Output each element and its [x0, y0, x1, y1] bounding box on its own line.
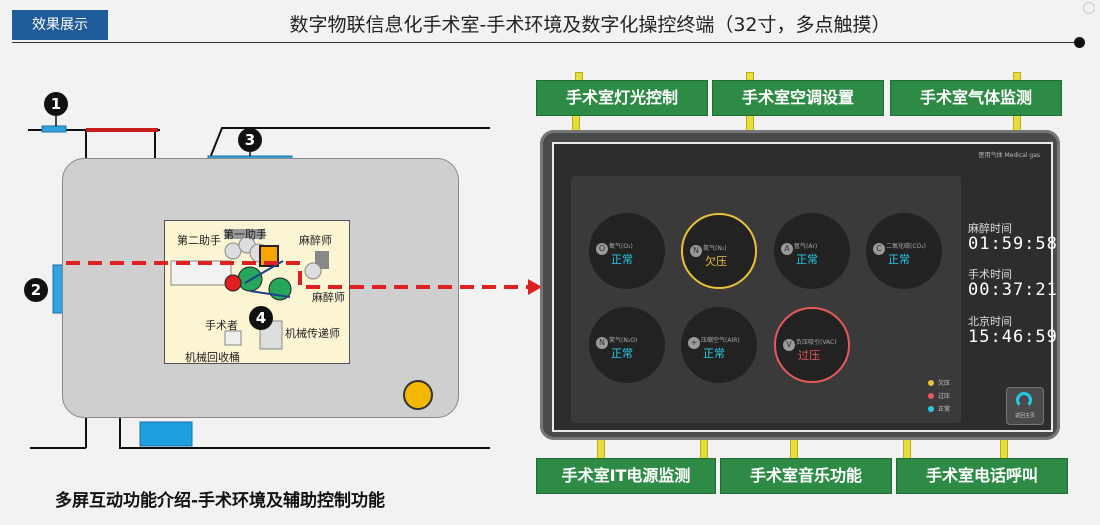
- return-home-label: 返回主页: [1014, 413, 1035, 419]
- compressed-air-icon: +: [688, 337, 700, 349]
- rule-end-dot: [1074, 37, 1085, 48]
- gauge-argon[interactable]: A 氩气(Ar) 正常: [774, 213, 850, 289]
- nitrous-oxide-icon: N: [596, 337, 608, 349]
- floorplan-label: 麻醉师: [312, 291, 345, 304]
- gauge-name: 氮气(N₂): [703, 245, 727, 252]
- legend-high: 过压: [938, 393, 951, 400]
- vacuum-icon: V: [783, 339, 795, 351]
- gauge-name: 氧气(O₂): [609, 243, 633, 250]
- label-lighting-control: 手术室灯光控制: [536, 80, 708, 116]
- label-gas-monitor: 手术室气体监测: [890, 80, 1062, 116]
- gauge-status: 正常: [611, 253, 633, 266]
- gauge-nitrogen[interactable]: N 氮气(N₂) 欠压: [681, 213, 757, 289]
- floor-element: [304, 262, 322, 280]
- gauge-co2[interactable]: C 二氧化碳(CO₂) 正常: [866, 213, 942, 289]
- gauge-status: 正常: [611, 347, 633, 360]
- oxygen-icon: O: [596, 243, 608, 255]
- gauge-status: 正常: [703, 347, 725, 360]
- label-it-power-monitor: 手术室IT电源监测: [536, 458, 716, 494]
- gauge-vacuum[interactable]: V 负压吸引(VAC) 过压: [774, 307, 850, 383]
- callout-3: 3: [238, 128, 262, 152]
- dashed-path: [66, 261, 528, 289]
- legend-high-dot: [928, 393, 934, 399]
- floorplan-image: 第二助手 第一助手 麻醉师 麻醉师 手术者 机械传递师 机械回收桶: [164, 220, 350, 364]
- label-ac-settings: 手术室空调设置: [712, 80, 884, 116]
- floor-element: [224, 330, 242, 346]
- floor-element: [225, 229, 265, 239]
- link-arrow: [66, 261, 542, 295]
- top-wall-right: [209, 127, 490, 159]
- gauge-oxygen[interactable]: O 氧气(O₂) 正常: [589, 213, 665, 289]
- gauge-name: 负压吸引(VAC): [796, 339, 837, 346]
- page-title: 数字物联信息化手术室-手术环境及数字化操控终端（32寸，多点触摸）: [289, 14, 891, 36]
- floorplan-label: 手术者: [205, 319, 238, 332]
- gauge-status: 正常: [888, 253, 910, 266]
- gauge-status: 正常: [796, 253, 818, 266]
- gauge-status: 过压: [798, 349, 820, 362]
- floorplan-label: 第一助手: [223, 228, 267, 241]
- co2-icon: C: [873, 243, 885, 255]
- callout-1: 1: [44, 92, 68, 116]
- legend-low-dot: [928, 380, 934, 386]
- screen-header: 医用气体 Medical gas: [978, 152, 1040, 159]
- label-phone-call: 手术室电话呼叫: [896, 458, 1068, 494]
- nitrogen-icon: N: [690, 245, 702, 257]
- anesthesia-time-value: 01:59:58: [968, 234, 1058, 254]
- floorplan-label: 麻醉师: [299, 234, 332, 247]
- gauge-name: 氩气(Ar): [794, 243, 818, 250]
- device-bottom: [139, 421, 193, 447]
- surgery-time-value: 00:37:21: [968, 280, 1058, 300]
- arrow-head: [528, 279, 542, 295]
- return-home-button[interactable]: 返回主页: [1006, 387, 1044, 425]
- argon-icon: A: [781, 243, 793, 255]
- red-marker: [224, 274, 242, 292]
- gauge-name: 压缩空气(AIR): [701, 337, 740, 344]
- home-icon: [1016, 392, 1032, 408]
- gauge-nitrous-oxide[interactable]: N 笑气(N₂O) 正常: [589, 307, 665, 383]
- corner-dot: [1083, 2, 1095, 14]
- title-rule: [12, 42, 1080, 43]
- section-tag: 效果展示: [12, 10, 108, 40]
- boom-arm: [249, 290, 291, 298]
- callout-4: 4: [249, 306, 273, 330]
- label-music: 手术室音乐功能: [720, 458, 892, 494]
- gauge-name: 二氧化碳(CO₂): [886, 243, 926, 250]
- floorplan-label: 机械回收桶: [185, 351, 240, 364]
- surgery-time-label: 手术时间: [968, 268, 1012, 281]
- anesthesia-time-label: 麻醉时间: [968, 222, 1012, 235]
- legend-normal: 正常: [938, 406, 951, 413]
- callout-2: 2: [24, 278, 48, 302]
- gauge-compressed-air[interactable]: + 压缩空气(AIR) 正常: [681, 307, 757, 383]
- floorplan-label: 第二助手: [177, 234, 221, 247]
- device-1: [41, 125, 67, 133]
- gauge-status: 欠压: [705, 255, 727, 268]
- floor-element: [315, 251, 329, 269]
- status-lamp: [403, 380, 433, 410]
- bottom-wall-right: [119, 416, 490, 449]
- floorplan-label: 机械传递师: [285, 327, 340, 340]
- beijing-time-value: 15:46:59: [968, 327, 1058, 347]
- gauge-name: 笑气(N₂O): [609, 337, 638, 344]
- beijing-time-label: 北京时间: [968, 315, 1012, 328]
- legend-low: 欠压: [938, 380, 951, 387]
- footer-caption: 多屏互动功能介绍-手术环境及辅助控制功能: [55, 491, 386, 511]
- legend-normal-dot: [928, 406, 934, 412]
